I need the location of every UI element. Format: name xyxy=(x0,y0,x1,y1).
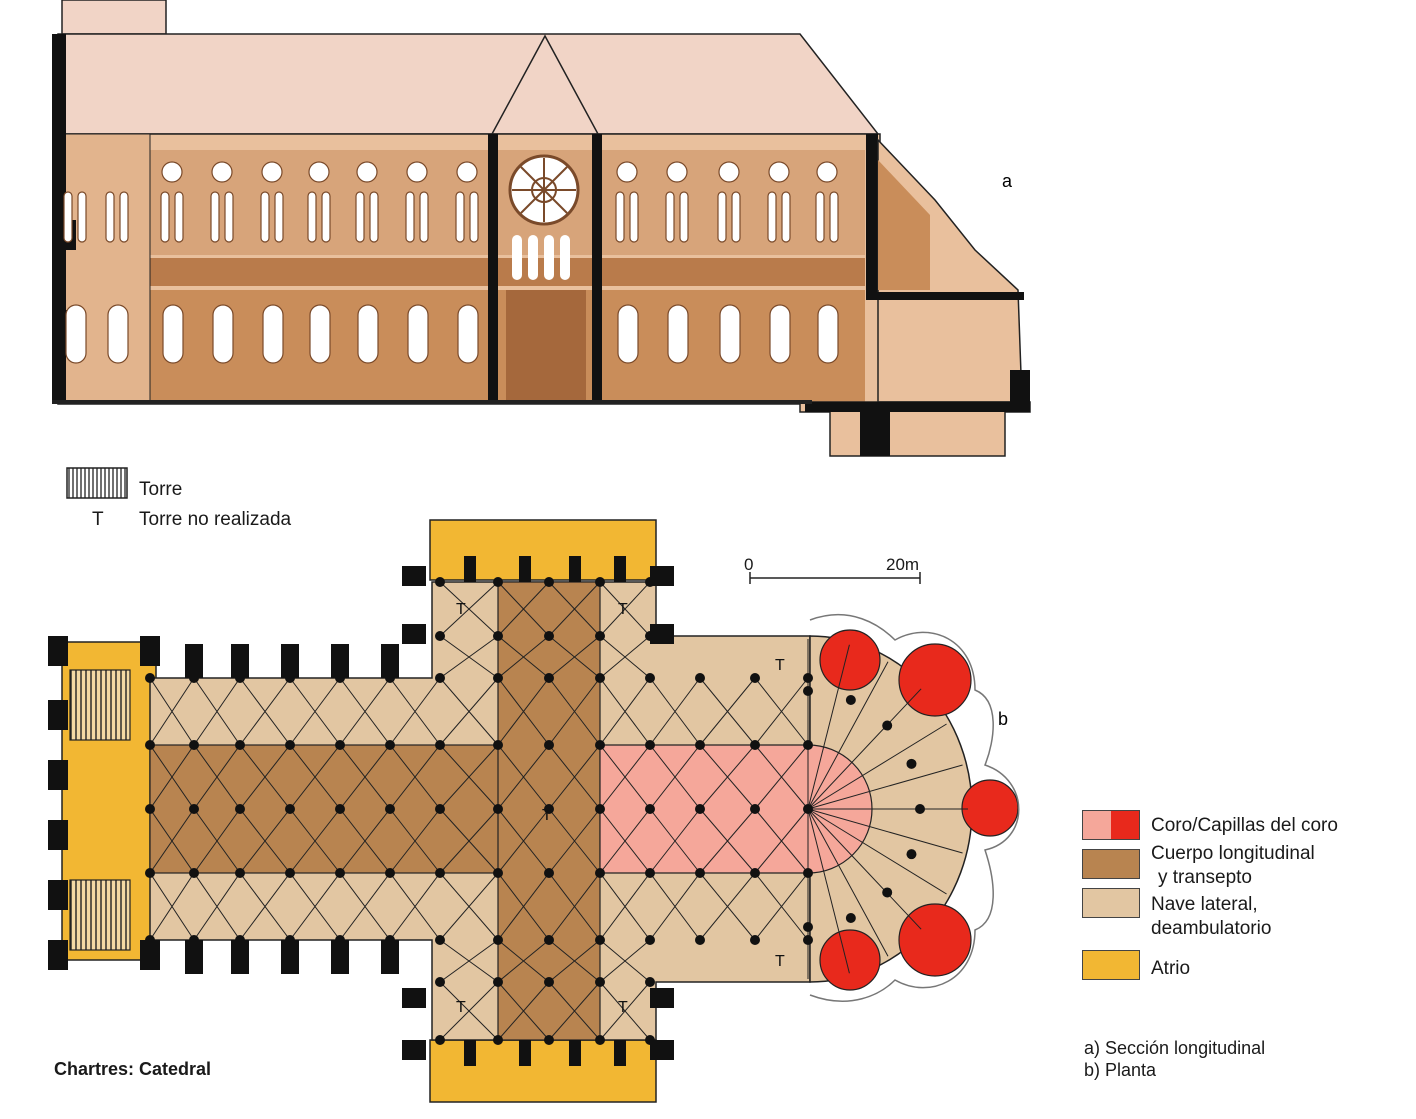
legend-swatch-nave-lateral xyxy=(1082,888,1140,918)
triforium-band xyxy=(150,258,865,286)
legend-torre-label: Torre xyxy=(139,479,183,500)
tower-marker: T xyxy=(618,999,628,1016)
clerestory-band xyxy=(150,150,865,255)
north-west-tower xyxy=(69,669,131,741)
legend-nave-lateral-label-2: deambulatorio xyxy=(1151,918,1272,939)
legend-coro-label: Coro/Capillas del coro xyxy=(1151,815,1338,836)
tower-legend-swatch xyxy=(66,467,128,499)
caption: Chartres: Catedral xyxy=(54,1059,212,1079)
section-panel-letter: a xyxy=(1002,171,1013,191)
legend-cuerpo-label-2: y transepto xyxy=(1158,867,1252,888)
legend-nave-lateral-label: Nave lateral, xyxy=(1151,894,1258,915)
west-facade xyxy=(57,133,151,405)
legend-atrio-label: Atrio xyxy=(1151,958,1191,979)
legend-swatch-atrio xyxy=(1082,950,1140,980)
radiating-chapels xyxy=(819,629,1019,991)
legend-torre-no-realizada-label: Torre no realizada xyxy=(139,509,292,530)
tower-marker: T xyxy=(542,807,552,824)
note-a: a) Sección longitudinal xyxy=(1084,1038,1266,1058)
tower-marker: T xyxy=(456,999,466,1016)
transept-portal xyxy=(506,290,586,402)
floor-plan: T T T T T T T xyxy=(48,519,1020,1103)
legend-swatch-coro xyxy=(1082,810,1140,840)
legend-cuerpo-label: Cuerpo longitudinal xyxy=(1151,843,1315,864)
plan-panel-letter: b xyxy=(998,709,1008,729)
longitudinal-section xyxy=(52,0,1031,457)
tower-marker: T xyxy=(456,601,466,618)
tower-marker: T xyxy=(775,657,785,674)
scale-bar xyxy=(749,572,921,584)
tower-stub xyxy=(61,0,167,35)
legend-swatch-cuerpo xyxy=(1082,849,1140,879)
scale-start-label: 0 xyxy=(744,555,754,574)
main-roof xyxy=(57,33,880,135)
tower-marker: T xyxy=(618,601,628,618)
scale-end-label: 20m xyxy=(886,555,920,574)
note-b: b) Planta xyxy=(1084,1060,1157,1080)
legend-t-symbol: T xyxy=(92,509,104,530)
tower-marker: T xyxy=(775,953,785,970)
choir xyxy=(599,744,873,874)
south-west-tower xyxy=(69,879,131,951)
